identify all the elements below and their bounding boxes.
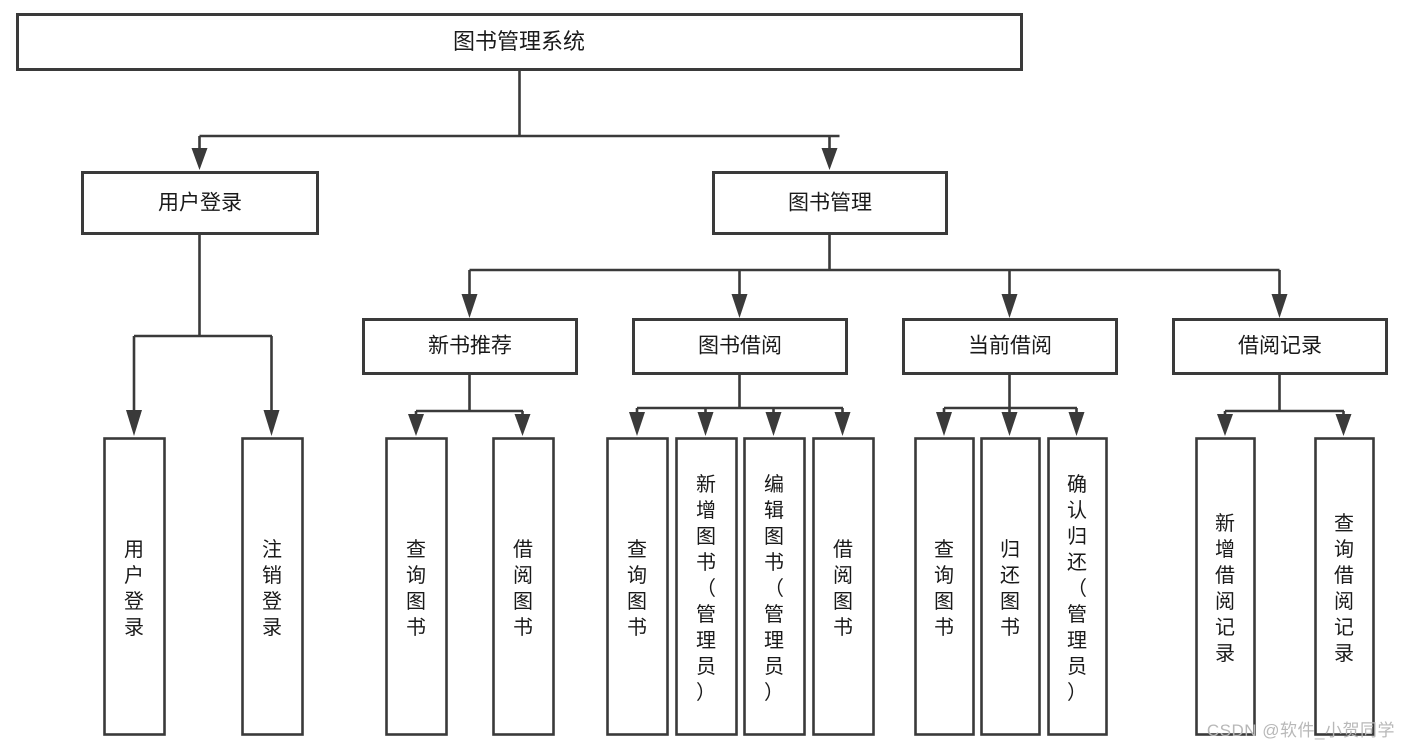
leaf-label: 编辑图书（管理员） xyxy=(764,473,784,704)
new-book-recommend-label: 新书推荐 xyxy=(428,335,512,358)
arrow-to-record-leaf-1 xyxy=(1217,414,1233,436)
node-new-book-recommend[interactable]: 新书推荐 xyxy=(362,318,578,375)
user-login-box[interactable] xyxy=(81,171,319,235)
csdn-watermark: CSDN @软件_小贺同学 xyxy=(1206,721,1395,740)
current-borrow-label: 当前借阅 xyxy=(968,335,1052,358)
new-book-recommend-box[interactable] xyxy=(362,318,578,375)
arrow-to-record-leaf-2 xyxy=(1335,414,1352,436)
leaf-label: 查询图书 xyxy=(406,538,426,639)
leaf-box[interactable] xyxy=(103,437,166,736)
leaf-node[interactable]: 用户登录 xyxy=(103,437,166,736)
leaf-node[interactable]: 查询图书 xyxy=(914,437,975,736)
leaf-node[interactable]: 查询借阅记录 xyxy=(1314,437,1375,736)
leaf-box[interactable] xyxy=(492,437,555,736)
user-login-label: 用户登录 xyxy=(158,192,242,215)
arrow-to-current-borrow xyxy=(1001,294,1018,318)
arrow-to-current-leaf-3 xyxy=(1068,412,1085,436)
leaf-label: 查询图书 xyxy=(627,538,647,639)
leaf-label: 新增借阅记录 xyxy=(1215,512,1235,665)
leaf-node[interactable]: 新增图书（管理员） xyxy=(675,437,738,736)
book-borrow-box[interactable] xyxy=(632,318,848,375)
root-box[interactable] xyxy=(16,13,1023,71)
node-current-borrow[interactable]: 当前借阅 xyxy=(902,318,1118,375)
leaf-box[interactable] xyxy=(812,437,875,736)
arrow-to-current-leaf-1 xyxy=(936,412,952,436)
leaf-box[interactable] xyxy=(1195,437,1256,736)
leaf-label: 归还图书 xyxy=(1000,538,1020,639)
leaf-node[interactable]: 注销登录 xyxy=(241,437,304,736)
arrow-to-borrow-leaf-3 xyxy=(765,412,782,436)
leaf-label: 查询借阅记录 xyxy=(1334,512,1354,665)
root-label: 图书管理系统 xyxy=(453,29,585,54)
leaf-node[interactable]: 确认归还（管理员） xyxy=(1047,437,1108,736)
current-borrow-box[interactable] xyxy=(902,318,1118,375)
leaf-label: 确认归还（管理员） xyxy=(1067,473,1087,704)
leaf-node[interactable]: 借阅图书 xyxy=(492,437,555,736)
arrow-to-current-leaf-2 xyxy=(1001,412,1018,436)
book-borrow-label: 图书借阅 xyxy=(698,335,782,358)
arrow-to-new-book-recommend xyxy=(461,294,478,318)
arrow-to-leaf-user-login xyxy=(126,410,142,436)
leaf-box[interactable] xyxy=(980,437,1041,736)
leaf-box[interactable] xyxy=(914,437,975,736)
arrow-to-recommend-leaf-1 xyxy=(408,414,424,436)
book-management-box[interactable] xyxy=(712,171,948,235)
leaf-box[interactable] xyxy=(1314,437,1375,736)
arrow-to-borrow-leaf-1 xyxy=(629,412,645,436)
leaf-box[interactable] xyxy=(1047,437,1108,736)
node-borrow-record[interactable]: 借阅记录 xyxy=(1172,318,1388,375)
node-book-borrow[interactable]: 图书借阅 xyxy=(632,318,848,375)
leaf-box[interactable] xyxy=(743,437,806,736)
leaf-label: 注销登录 xyxy=(262,538,282,639)
node-user-login[interactable]: 用户登录 xyxy=(81,171,319,235)
borrow-record-box[interactable] xyxy=(1172,318,1388,375)
leaf-label: 借阅图书 xyxy=(513,538,533,639)
arrow-to-book-management xyxy=(821,148,838,170)
leaf-box[interactable] xyxy=(241,437,304,736)
arrow-to-user-login xyxy=(191,148,208,170)
leaf-node[interactable]: 编辑图书（管理员） xyxy=(743,437,806,736)
leaf-node[interactable]: 借阅图书 xyxy=(812,437,875,736)
leaf-node[interactable]: 查询图书 xyxy=(385,437,448,736)
node-root-system[interactable]: 图书管理系统 xyxy=(16,13,1023,71)
arrow-to-book-borrow xyxy=(731,294,748,318)
leaf-box[interactable] xyxy=(675,437,738,736)
leaf-node[interactable]: 新增借阅记录 xyxy=(1195,437,1256,736)
arrow-to-leaf-logout xyxy=(263,410,280,436)
connector-layer xyxy=(126,70,1352,436)
arrow-to-recommend-leaf-2 xyxy=(514,414,531,436)
leaf-label: 新增图书（管理员） xyxy=(696,473,716,704)
leaf-box[interactable] xyxy=(385,437,448,736)
leaf-label: 用户登录 xyxy=(124,539,144,639)
arrow-to-borrow-leaf-2 xyxy=(697,412,714,436)
leaf-box[interactable] xyxy=(606,437,669,736)
borrow-record-label: 借阅记录 xyxy=(1238,335,1322,358)
leaf-label: 借阅图书 xyxy=(833,538,853,639)
leaf-label: 查询图书 xyxy=(934,538,954,639)
arrow-to-borrow-leaf-4 xyxy=(834,412,851,436)
arrow-to-borrow-record xyxy=(1271,294,1288,318)
book-management-label: 图书管理 xyxy=(788,192,872,215)
leaf-node[interactable]: 查询图书 xyxy=(606,437,669,736)
node-book-management[interactable]: 图书管理 xyxy=(712,171,948,235)
leaf-node[interactable]: 归还图书 xyxy=(980,437,1041,736)
